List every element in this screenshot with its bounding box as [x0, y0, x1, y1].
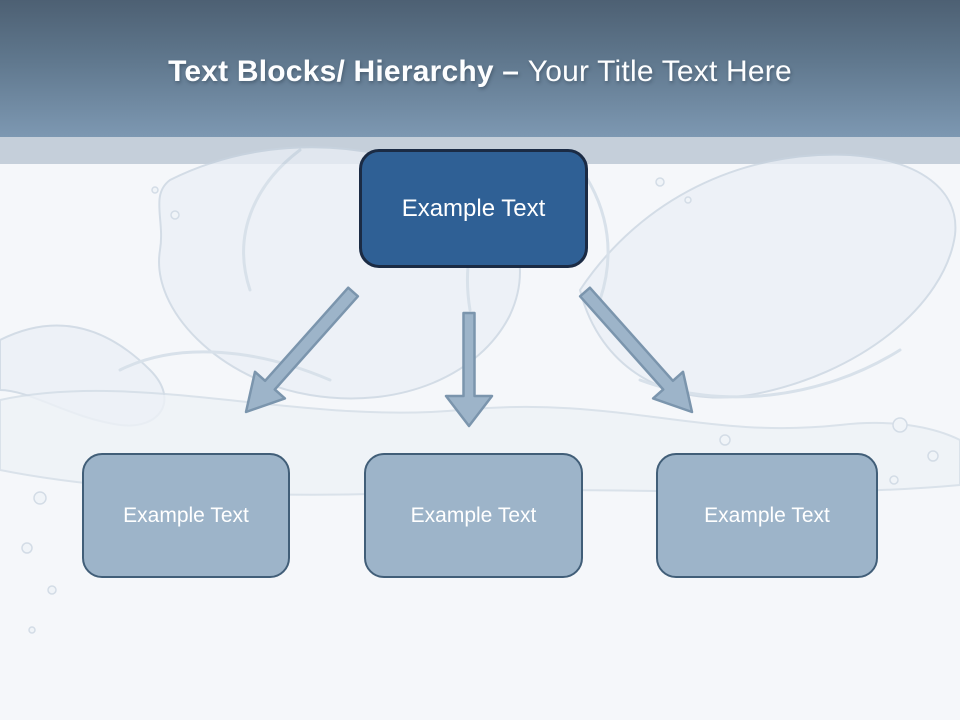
slide-title-dash: – [502, 55, 520, 88]
header-banner [0, 0, 960, 137]
child-text-block-3[interactable]: Example Text [656, 453, 878, 578]
slide-title-regular: Your Title Text Here [527, 55, 792, 88]
slide-title[interactable]: Text Blocks/ Hierarchy – Your Title Text… [0, 50, 960, 94]
child-text-block-1-label: Example Text [123, 503, 249, 527]
root-text-block[interactable]: Example Text [359, 149, 588, 268]
child-text-block-1[interactable]: Example Text [82, 453, 290, 578]
slide-title-bold: Text Blocks/ Hierarchy [168, 55, 494, 88]
child-text-block-3-label: Example Text [704, 503, 830, 527]
child-text-block-2-label: Example Text [410, 503, 537, 527]
root-text-block-label: Example Text [401, 194, 546, 222]
child-text-block-2[interactable]: Example Text [364, 453, 583, 578]
